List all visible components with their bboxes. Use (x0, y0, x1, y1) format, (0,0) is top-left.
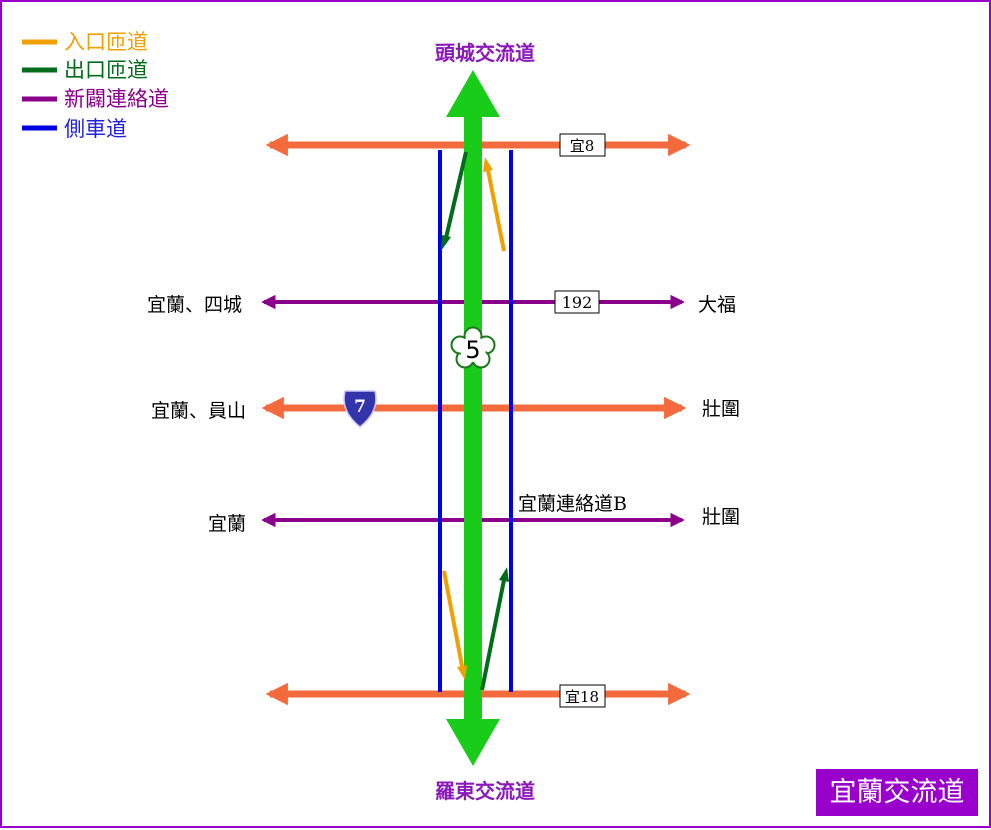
route-tag-yi8: 宜8 (559, 133, 606, 157)
ramp-entrance-south (442, 570, 467, 680)
legend: 入口匝道 出口匝道 新闢連絡道 側車道 (22, 30, 169, 141)
route-tag-192: 192 (554, 290, 600, 314)
legend-label-frontage: 側車道 (64, 117, 127, 141)
freeway-5-shield: 5 (450, 326, 496, 369)
legend-label-exit: 出口匝道 (64, 58, 148, 82)
dest-connector-west: 宜蘭 (208, 513, 246, 535)
route-tag-yi8-text: 宜8 (570, 137, 595, 155)
legend-label-entrance: 入口匝道 (64, 30, 148, 54)
freeway-national-5 (446, 70, 500, 766)
south-interchange-label: 羅東交流道 (435, 779, 535, 803)
north-interchange-label: 頭城交流道 (435, 41, 535, 65)
dest-192-east: 大福 (698, 294, 736, 316)
dest-connector-east: 壯圍 (702, 506, 740, 528)
ramp-entrance-north (483, 157, 506, 252)
dest-192-west: 宜蘭、四城 (147, 294, 242, 316)
provincial-7-shield: 7 (343, 390, 377, 428)
connector-b-name: 宜蘭連絡道B (518, 493, 627, 515)
route-tag-yi18-text: 宜18 (565, 688, 599, 706)
dest-p7-east: 壯圍 (702, 398, 740, 420)
route-tag-yi18: 宜18 (559, 684, 606, 708)
freeway-5-shield-number: 5 (465, 336, 480, 364)
ramp-exit-north (441, 151, 468, 251)
legend-label-connector: 新闢連絡道 (64, 87, 169, 111)
route-tag-192-text: 192 (562, 293, 593, 312)
interchange-title: 宜蘭交流道 (816, 769, 978, 816)
provincial-7-shield-number: 7 (354, 397, 366, 417)
ramp-exit-south (480, 567, 509, 691)
dest-p7-west: 宜蘭、員山 (151, 400, 246, 422)
